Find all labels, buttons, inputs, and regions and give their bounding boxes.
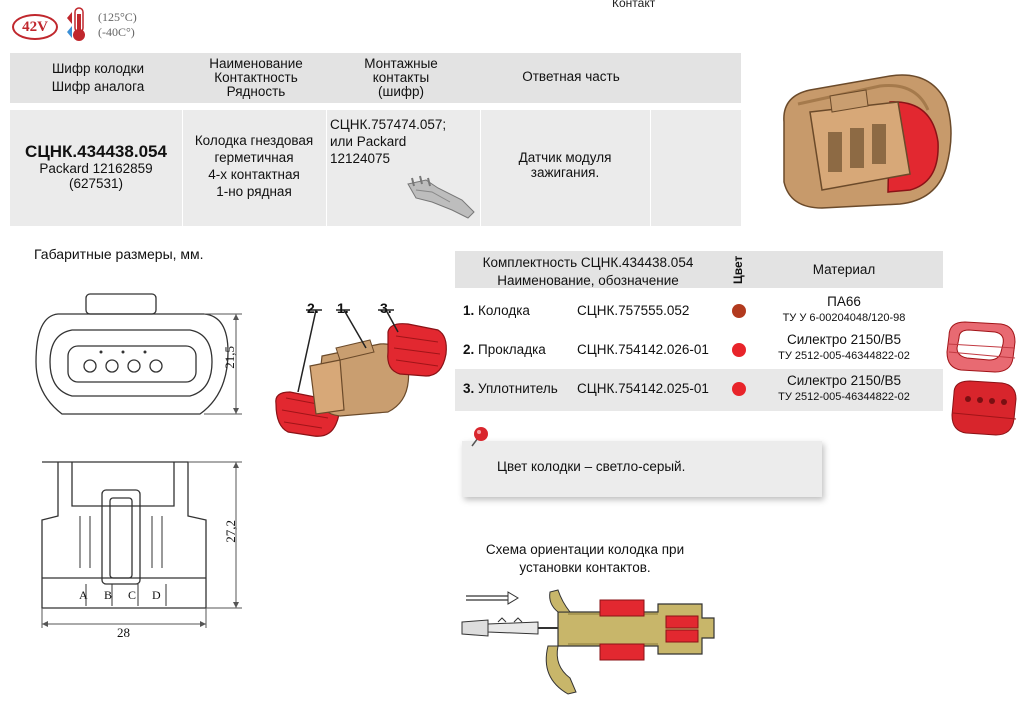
material-name: Силектро 2150/В5 [787,373,901,388]
component-code: СЦНК.754142.025-01 [577,381,709,396]
name-text: Колодка гнездовая [194,133,314,148]
thermometer-icon [67,7,85,41]
mate-text: Датчик модуля [518,150,612,165]
color-header: Цвет [731,255,745,285]
terminal-contact-image [407,175,475,219]
header-text: (шифр) [378,84,424,99]
temp-low: (-40C°) [98,25,135,39]
header-text: Монтажные [364,56,438,71]
dimensions-title: Габаритные размеры, мм. [34,246,204,262]
cell-code: СЦНК.434438.054 Packard 12162859 (627531… [10,142,182,191]
temp-high: (125°C) [98,10,137,24]
pin-label-c: C [128,588,137,602]
material-name: ПА66 [827,294,861,309]
cell-contacts: СЦНК.757474.057; или Packard 12124075 [330,116,480,167]
exploded-label-3: 3. [380,300,392,316]
mate-text: зажигания. [530,165,600,180]
contacts-text: СЦНК.757474.057; [330,117,447,132]
connector-photo [783,74,952,209]
components-title: Комплектность СЦНК.434438.054 [482,255,694,270]
component-row-3: 3. Уплотнитель СЦНК.754142.025-01 Силект… [455,369,943,411]
spec-table-row: СЦНК.434438.054 Packard 12162859 (627531… [10,110,741,226]
note-text: Цвет колодки – светло-серый. [497,459,686,474]
pin-label-a: A [79,588,88,602]
row-number: 1. [463,303,475,318]
temperature-range: (125°C) (-40C°) [98,10,137,40]
front-view-drawing [35,293,242,415]
header-text: Шифр аналога [51,79,145,94]
name-text: герметичная [214,150,294,165]
header-text: Шифр колодки [51,61,145,76]
schema-title: Схема ориентации колодка при установки к… [460,541,710,577]
material-spec: ТУ У 6-00204048/120-98 [782,312,906,324]
material-name: Силектро 2150/В5 [787,332,901,347]
component-name: Уплотнитель [478,381,558,396]
row-number: 3. [463,381,475,396]
contacts-text: или Packard [330,134,407,149]
analog-code: Packard 12162859 [39,161,153,176]
component-code: СЦНК.754142.026-01 [577,342,709,357]
pushpin-icon [471,427,488,447]
header-text: Рядность [226,84,286,99]
analog-number: (627531) [68,176,124,191]
material-spec: ТУ 2512-005-46344822-02 [778,350,910,362]
gasket-photo [946,321,1016,373]
components-table: Комплектность СЦНК.434438.054 Наименован… [455,251,943,419]
header-col-mate: Ответная часть [522,69,620,84]
side-view-drawing [41,461,242,628]
dim-height-front: 21,5 [222,346,237,369]
color-swatch-red [732,343,746,357]
header-text: Контактность [214,70,298,85]
color-swatch-brown [732,304,746,318]
connector-code: СЦНК.434438.054 [25,142,167,161]
top-clipped-label: Контакт [612,0,656,10]
dim-height-side: 27,2 [223,520,238,543]
cell-mate: Датчик модуля зажигания. [480,150,650,180]
header-col-code: Шифр колодки Шифр аналога [10,62,186,94]
name-text: 1-но рядная [216,184,292,199]
note-box [462,441,822,497]
orientation-schema-drawing [461,589,715,695]
voltage-badge: 42V [12,14,58,40]
component-name: Колодка [478,303,530,318]
component-row-2: 2. Прокладка СЦНК.754142.026-01 Силектро… [455,331,943,369]
color-swatch-red [732,382,746,396]
dim-width: 28 [117,625,130,640]
component-name: Прокладка [478,342,546,357]
exploded-view-image [275,309,447,437]
components-subtitle: Наименование, обозначение [497,273,679,288]
contacts-text: 12124075 [330,151,391,166]
schema-title-line: Схема ориентации колодка при [485,542,685,557]
component-row-1: 1. Колодка СЦНК.757555.052 ПА66 ТУ У 6-0… [455,291,943,330]
name-text: 4-х контактная [208,167,300,182]
exploded-label-2: 2. [307,300,319,316]
row-number: 2. [463,342,475,357]
schema-title-line: установки контактов. [519,560,651,575]
spec-table-header: Шифр колодки Шифр аналога Наименование К… [10,53,741,103]
pin-label-b: B [104,588,113,602]
header-col-contacts: Монтажные контакты (шифр) [326,57,476,99]
header-text: контакты [372,70,430,85]
component-code: СЦНК.757555.052 [577,303,690,318]
components-header: Комплектность СЦНК.434438.054 Наименован… [455,251,943,288]
exploded-label-1: 1. [337,300,349,316]
seal-photo [951,380,1017,436]
header-col-name: Наименование Контактность Рядность [186,57,326,99]
material-header: Материал [812,262,876,277]
header-text: Наименование [209,56,303,71]
cell-name: Колодка гнездовая герметичная 4-х контак… [182,132,326,200]
material-spec: ТУ 2512-005-46344822-02 [778,391,910,403]
pin-label-d: D [152,588,161,602]
